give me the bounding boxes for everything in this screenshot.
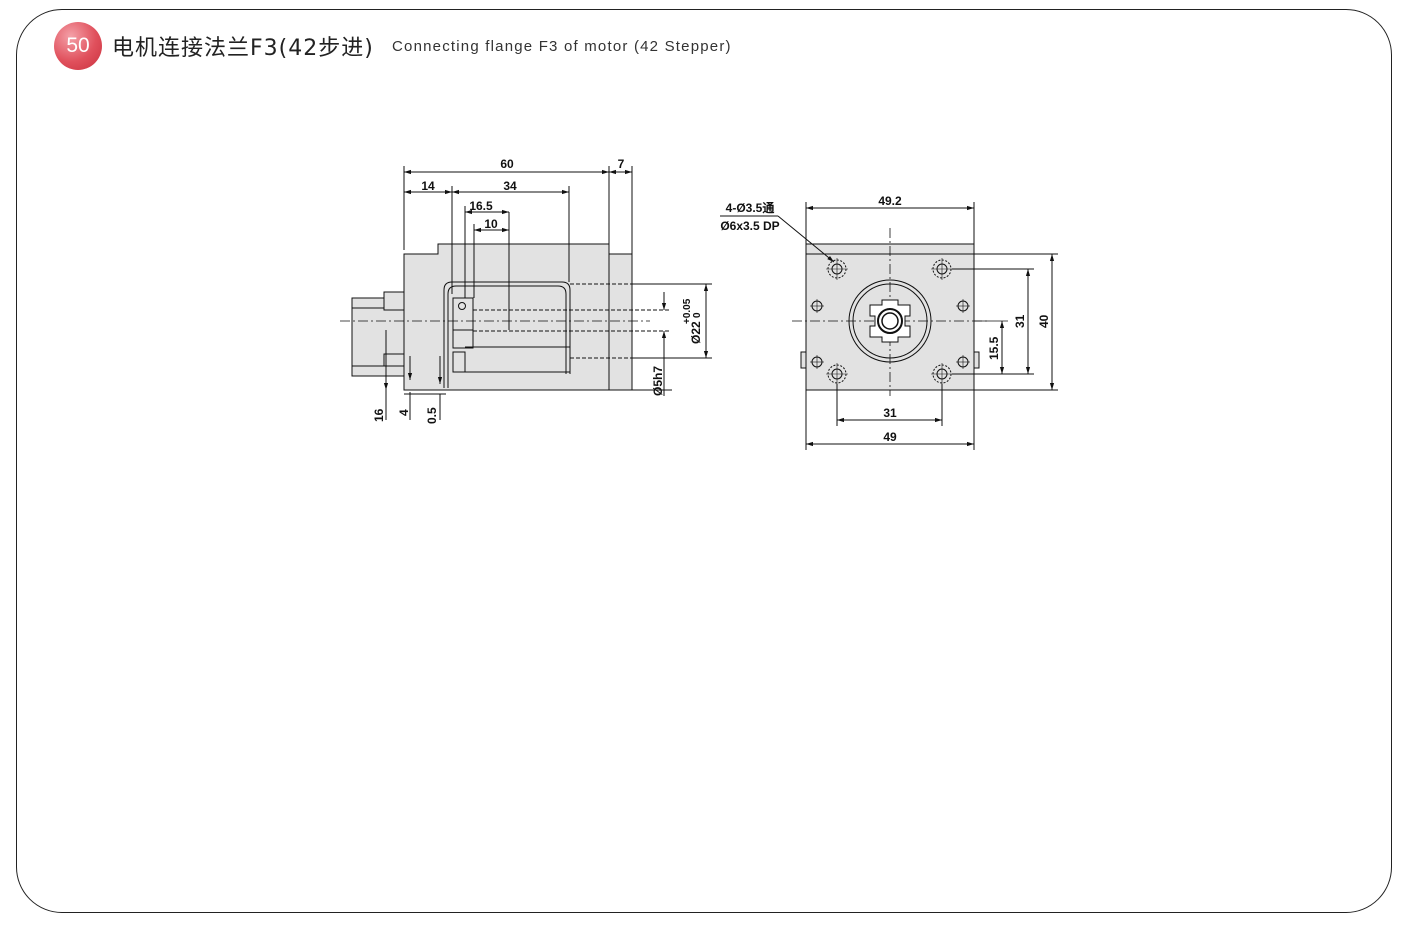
dim-spigot: Ø5h7 [651,366,665,396]
dim-15-5: 15.5 [987,336,1001,360]
page-title-en: Connecting flange F3 of motor (42 Steppe… [392,38,732,55]
dim-tol-upper: +0.05 [682,298,693,324]
page-title-cn: 电机连接法兰F3(42步进) [112,36,374,61]
page-number-badge: 50 [54,22,102,70]
dim-bore-dia: Ø22 [689,321,703,344]
counterbore-hole [931,363,953,385]
dim-31-vertical: 31 [1013,314,1027,328]
counterbore-hole [931,258,953,280]
dim-14: 14 [421,179,435,193]
dim-31-horizontal: 31 [883,406,897,420]
dim-34: 34 [503,179,517,193]
counterbore-hole [826,258,848,280]
dim-49: 49 [883,430,897,444]
through-hole [810,355,824,369]
flange-body [403,243,633,391]
dim-60: 60 [500,157,514,171]
dim-16-5: 16.5 [469,199,493,213]
hole-note-through: 4-Ø3.5通 [726,200,775,215]
front-view [720,202,1058,450]
through-hole [956,299,970,313]
dim-40: 40 [1037,314,1051,328]
through-hole [810,299,824,313]
dim-10: 10 [484,217,498,231]
hole-note-counterbore: Ø6x3.5 DP [720,219,779,233]
page-frame [16,9,1392,913]
dim-4: 4 [397,409,411,416]
dim-tol-lower: 0 [692,312,703,318]
side-view [340,166,712,420]
counterbore-hole [826,363,848,385]
through-hole [956,355,970,369]
dim-0-5: 0.5 [425,407,439,424]
dim-16: 16 [372,408,386,422]
dim-49-2: 49.2 [878,194,902,208]
dim-7: 7 [618,157,625,171]
